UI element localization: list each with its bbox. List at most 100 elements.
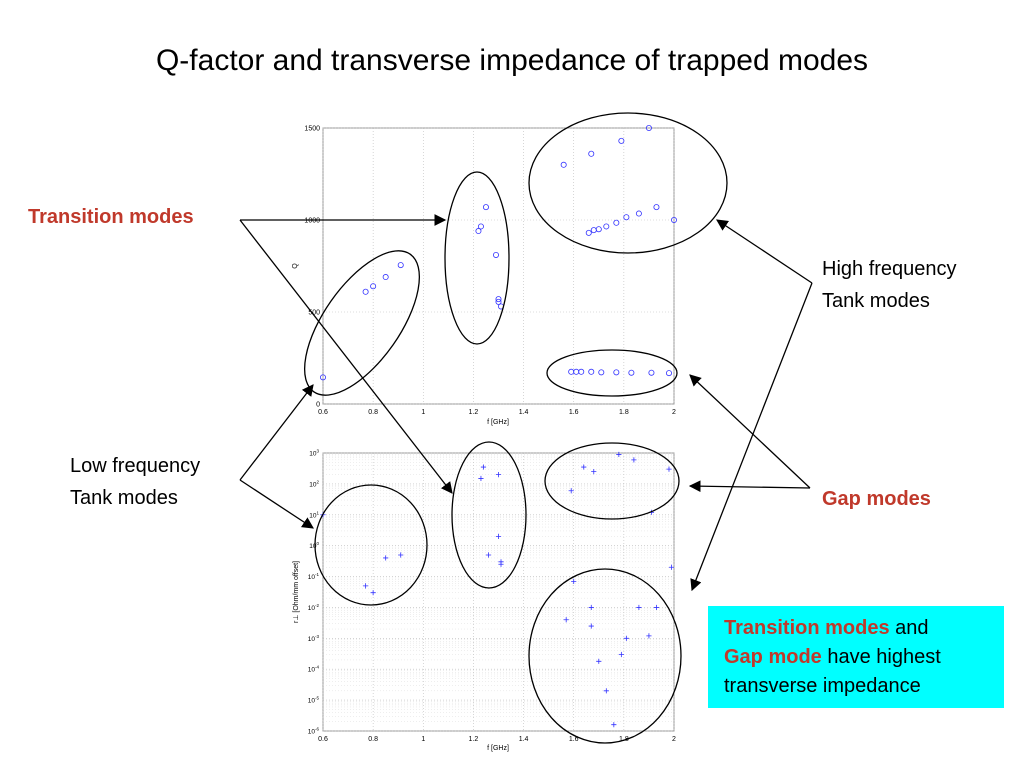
q-chart-point: [362, 288, 369, 295]
impedance-chart-x-tick-label: 1.4: [519, 736, 529, 743]
high-frequency-line2: Tank modes: [822, 290, 930, 312]
impedance-chart-point: [498, 561, 504, 567]
impedance-chart-point: [588, 604, 594, 611]
impedance-chart-point: [370, 590, 376, 596]
q-chart-point: [648, 369, 655, 376]
q-chart-x-tick-label: 1.6: [569, 409, 579, 416]
impedance-chart-point: [631, 457, 637, 463]
impedance-chart-point: [623, 635, 629, 641]
impedance-chart-point: [616, 451, 622, 458]
arrow-low-freq-top: [239, 384, 314, 481]
q-chart-points: [319, 125, 678, 381]
impedance-chart-point: [611, 722, 617, 728]
impedance-chart-y-tick-label: 10-2: [308, 603, 320, 612]
high-frequency-line1: High frequency: [822, 258, 957, 280]
ellipse-transition-top: [444, 171, 510, 345]
ellipse-low-freq-top: [303, 250, 421, 396]
arrow-high-freq-bottom: [690, 282, 813, 592]
q-chart-point: [370, 283, 377, 290]
impedance-chart-x-tick-label: 1.6: [569, 736, 579, 743]
gap-modes-label: Gap modes: [822, 488, 931, 510]
impedance-chart-y-tick-label: 101: [309, 510, 319, 519]
arrow-gap-top: [689, 374, 811, 489]
q-chart-y-tick-label: 1000: [304, 218, 320, 225]
impedance-chart-y-tick-label: 10-3: [308, 634, 320, 643]
callout-have-highest: have highest: [821, 646, 941, 668]
impedance-chart-point: [636, 604, 642, 611]
impedance-chart-point: [568, 488, 574, 494]
slide-title: Q-factor and transverse impedance of tra…: [155, 44, 869, 77]
q-chart-point: [578, 368, 585, 375]
q-chart-point: [588, 368, 595, 375]
impedance-chart-point: [363, 583, 369, 589]
q-chart-point: [397, 262, 404, 269]
impedance-chart-point: [666, 466, 672, 472]
q-chart-y-tick-label: 1500: [304, 126, 320, 133]
arrow-transition-bottom: [239, 219, 453, 494]
q-chart-y-tick-label: 500: [308, 310, 320, 317]
impedance-chart-point: [563, 617, 569, 623]
mode-group-ellipses: [303, 112, 728, 744]
arrow-high-freq-top: [716, 219, 813, 284]
q-chart-x-tick-label: 2: [672, 409, 676, 416]
impedance-chart-point: [596, 658, 602, 664]
callout-gap-mode: Gap mode: [724, 646, 822, 668]
transition-modes-label: Transition modes: [28, 206, 194, 228]
q-chart-point: [618, 137, 625, 144]
impedance-chart-y-tick-label: 103: [309, 449, 319, 458]
impedance-chart-point: [581, 464, 587, 470]
q-chart-point: [613, 219, 620, 226]
impedance-chart-point: [485, 552, 492, 558]
q-chart-x-tick-label: 1.4: [519, 409, 529, 416]
callout-transition-modes: Transition modes: [724, 617, 890, 639]
q-chart-point: [598, 369, 605, 376]
q-chart-point: [628, 369, 635, 376]
q-chart-point: [495, 296, 502, 303]
q-chart-x-tick-label: 0.6: [318, 409, 328, 416]
callout-transverse-impedance: transverse impedance: [724, 675, 921, 697]
q-chart-point: [585, 229, 592, 236]
impedance-chart-x-tick-label: 0.8: [368, 736, 378, 743]
impedance-chart-point: [495, 533, 502, 539]
q-chart-y-tick-label: 0: [316, 402, 320, 409]
q-chart-point: [635, 210, 642, 217]
ellipse-gap-bottom: [544, 442, 680, 520]
q-chart-plot-area: [322, 127, 675, 405]
impedance-chart-point: [478, 475, 484, 482]
impedance-chart-y-axis-label: r⊥ [Ohm/mm offset]: [293, 561, 300, 623]
q-chart-y-axis-label: Q: [292, 263, 299, 269]
impedance-chart-y-tick-label: 10-5: [308, 696, 320, 705]
ellipse-transition-bottom: [451, 441, 527, 589]
impedance-chart-point: [398, 552, 404, 558]
impedance-chart-point: [653, 604, 660, 611]
impedance-chart-x-tick-label: 1.8: [619, 736, 629, 743]
low-frequency-tank-label: Low frequency Tank modes: [70, 450, 200, 514]
impedance-chart-points: [320, 451, 675, 728]
q-chart-point: [475, 228, 482, 235]
q-chart-x-axis-label: f [GHz]: [487, 419, 509, 426]
impedance-chart-point: [618, 651, 624, 658]
ellipse-low-freq-bottom: [314, 484, 428, 606]
impedance-chart-y-tick-label: 102: [309, 479, 319, 488]
high-frequency-tank-label: High frequency Tank modes: [822, 253, 957, 317]
impedance-chart-y-tick-label: 10-4: [308, 665, 320, 674]
q-chart-point: [613, 369, 620, 376]
impedance-chart-point: [603, 688, 609, 694]
impedance-chart-x-tick-label: 1.2: [469, 736, 479, 743]
q-chart-x-tick-label: 1: [421, 409, 425, 416]
annotation-arrows: [239, 214, 813, 592]
impedance-chart-plot-area: [322, 452, 675, 732]
q-chart-point: [495, 298, 502, 305]
callout-and: and: [889, 617, 929, 639]
q-chart-point: [623, 214, 630, 221]
impedance-chart-point: [646, 633, 652, 639]
impedance-chart-y-tick-label: 10-6: [308, 727, 320, 736]
highest-impedance-callout: Transition modes and Gap mode have highe…: [708, 606, 1004, 708]
q-chart-grid: [322, 127, 675, 405]
q-chart-point: [645, 125, 652, 132]
impedance-chart-x-tick-label: 2: [672, 736, 676, 743]
impedance-chart-x-axis-label: f [GHz]: [487, 745, 509, 752]
